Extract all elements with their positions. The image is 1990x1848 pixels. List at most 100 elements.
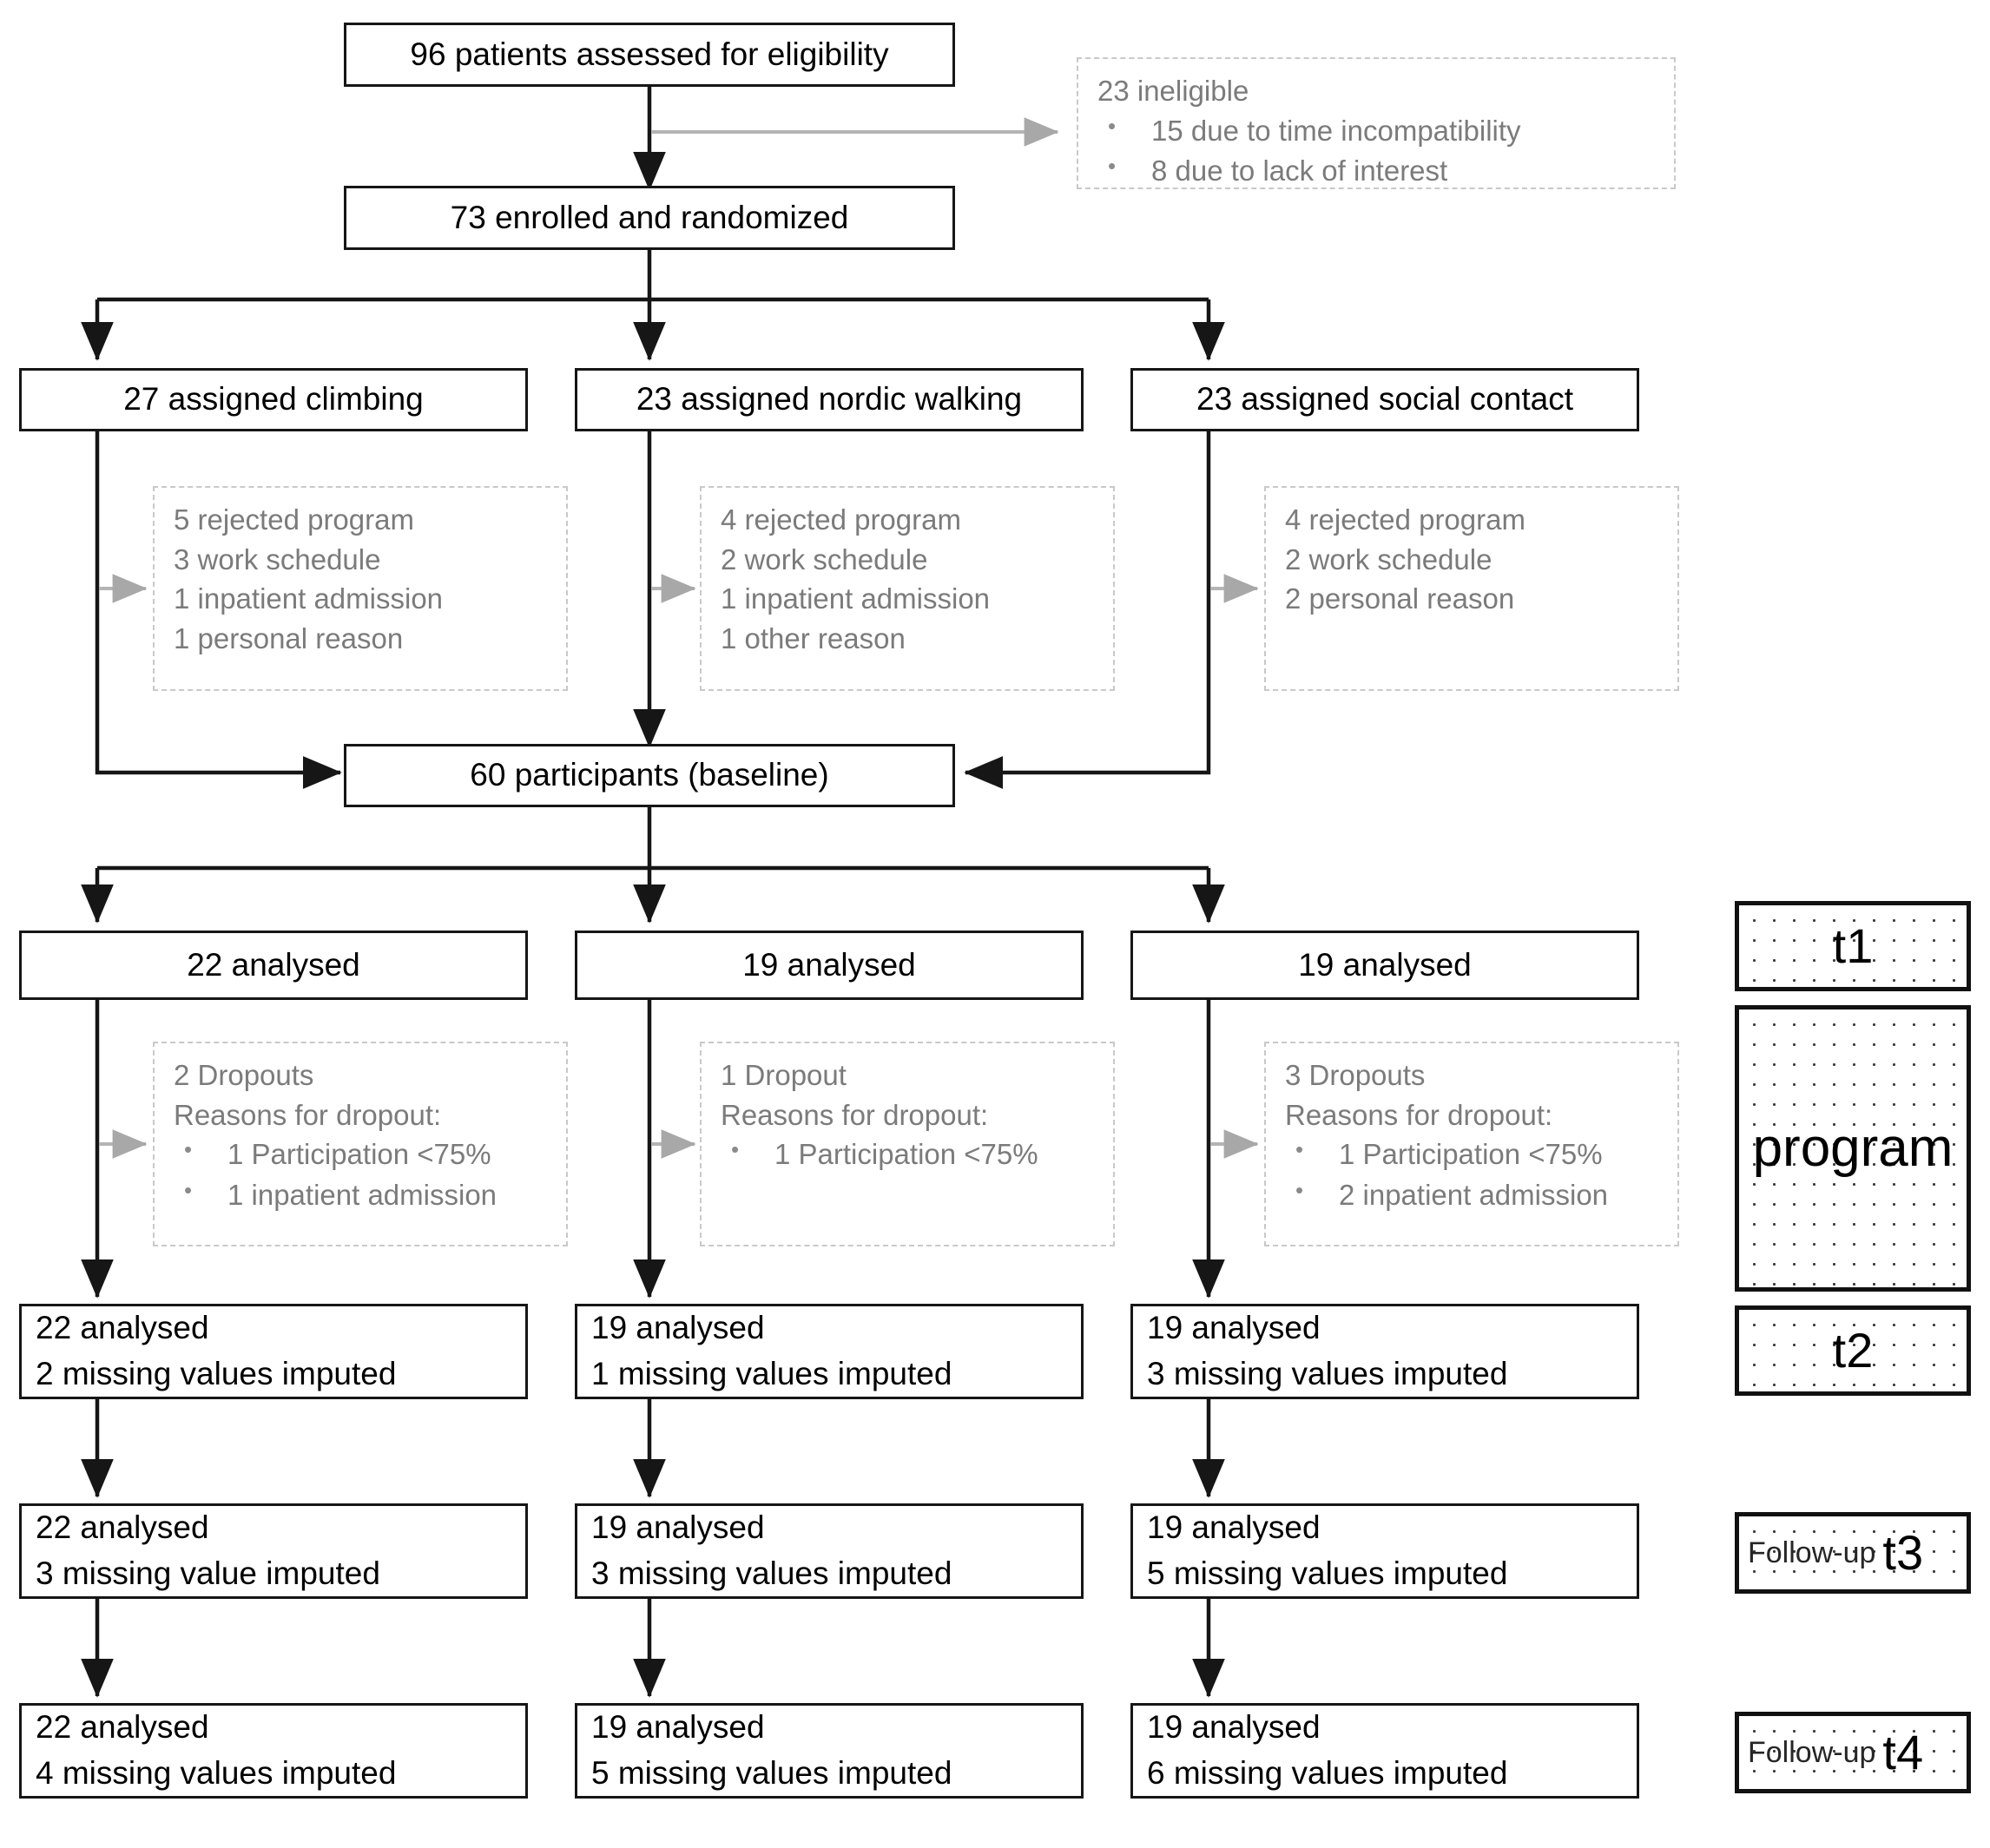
- list-item: 1 Participation <75%: [174, 1134, 550, 1175]
- analysed-t2-stack: 19 analysed 3 missing values imputed: [1147, 1305, 1507, 1397]
- legend-marker-t3: Follow-up t3: [1735, 1512, 1971, 1594]
- rejection-line: 1 inpatient admission: [721, 582, 991, 615]
- legend-label-t3: t3: [1882, 1525, 1924, 1580]
- imputed-count: 6 missing values imputed: [1147, 1755, 1508, 1791]
- imputed-count: 1 missing values imputed: [591, 1356, 952, 1391]
- imputed-count: 3 missing value imputed: [36, 1555, 380, 1591]
- rejection-line: 2 personal reason: [1285, 582, 1515, 615]
- list-item: 15 due to time incompatibility: [1097, 110, 1658, 152]
- analysed-t2-box-climbing: 22 analysed 2 missing values imputed: [19, 1304, 528, 1399]
- rejection-line: 4 rejected program: [721, 503, 961, 536]
- imputed-count: 4 missing values imputed: [36, 1755, 397, 1791]
- analysed-t4-stack: 19 analysed 5 missing values imputed: [591, 1705, 952, 1796]
- analysed-t4-stack: 22 analysed 4 missing values imputed: [36, 1705, 396, 1796]
- analysed-count: 22 analysed: [36, 1310, 209, 1346]
- analysed-t3-stack: 19 analysed 3 missing values imputed: [591, 1505, 952, 1596]
- rejection-line: 5 rejected program: [174, 503, 414, 536]
- dropout-reason-list: 1 Participation <75% 2 inpatient admissi…: [1285, 1134, 1662, 1216]
- imputed-count: 2 missing values imputed: [36, 1356, 397, 1391]
- imputed-count: 5 missing values imputed: [1147, 1555, 1508, 1591]
- node-assessed-label: 96 patients assessed for eligibility: [410, 36, 889, 72]
- rejection-line: 2 work schedule: [721, 543, 928, 575]
- analysed-t1-label: 19 analysed: [1298, 946, 1472, 983]
- analysed-t4-box-social-contact: 19 analysed 6 missing values imputed: [1130, 1703, 1639, 1799]
- analysed-count: 19 analysed: [1147, 1709, 1321, 1746]
- dropout-reasons-label: Reasons for dropout:: [1285, 1098, 1553, 1131]
- analysed-t1-box-nordic-walking: 19 analysed: [575, 931, 1084, 1000]
- imputed-count: 3 missing values imputed: [591, 1555, 952, 1591]
- analysed-t1-box-climbing: 22 analysed: [19, 931, 528, 1000]
- arm-label-climbing: 27 assigned climbing: [123, 381, 424, 418]
- legend-label-t4: t4: [1882, 1725, 1924, 1779]
- dropout-count: 3 Dropouts: [1285, 1059, 1426, 1091]
- analysed-count: 19 analysed: [591, 1709, 765, 1746]
- list-item: 1 Participation <75%: [1285, 1134, 1662, 1175]
- list-item: 1 inpatient admission: [174, 1174, 550, 1216]
- legend-label-t1: t1: [1832, 918, 1874, 973]
- legend-marker-t1: t1: [1735, 901, 1971, 991]
- list-item: 1 Participation <75%: [721, 1134, 1097, 1175]
- rejection-line: 1 other reason: [721, 621, 906, 654]
- node-enrolled-label: 73 enrolled and randomized: [450, 199, 849, 235]
- analysed-t2-box-social-contact: 19 analysed 3 missing values imputed: [1130, 1304, 1639, 1399]
- rejection-box-nordic-walking: 4 rejected program 2 work schedule 1 inp…: [700, 486, 1115, 691]
- arm-box-nordic-walking: 23 assigned nordic walking: [575, 368, 1084, 431]
- analysed-t1-label: 19 analysed: [742, 946, 916, 983]
- ineligible-heading: 23 ineligible: [1097, 75, 1249, 107]
- dropout-box-nordic-walking: 1 Dropout Reasons for dropout: 1 Partici…: [700, 1042, 1115, 1246]
- node-assessed-for-eligibility: 96 patients assessed for eligibility: [344, 23, 955, 87]
- legend-prefix-t4: Follow-up: [1748, 1736, 1876, 1769]
- analysed-t2-stack: 22 analysed 2 missing values imputed: [36, 1305, 396, 1397]
- analysed-count: 22 analysed: [36, 1509, 209, 1546]
- dropout-reasons-label: Reasons for dropout:: [174, 1098, 442, 1131]
- rejection-line: 2 work schedule: [1285, 543, 1492, 575]
- legend-marker-t4: Follow-up t4: [1735, 1712, 1971, 1793]
- analysed-count: 19 analysed: [591, 1310, 765, 1346]
- imputed-count: 3 missing values imputed: [1147, 1356, 1508, 1391]
- rejection-line: 4 rejected program: [1285, 503, 1525, 536]
- analysed-count: 22 analysed: [36, 1709, 209, 1746]
- analysed-t4-box-climbing: 22 analysed 4 missing values imputed: [19, 1703, 528, 1799]
- arm-label-social-contact: 23 assigned social contact: [1196, 381, 1573, 418]
- analysed-t2-stack: 19 analysed 1 missing values imputed: [591, 1305, 952, 1397]
- legend-label-t2: t2: [1832, 1323, 1874, 1378]
- rejection-box-social-contact: 4 rejected program 2 work schedule 2 per…: [1264, 486, 1679, 691]
- dropout-reason-list: 1 Participation <75%: [721, 1134, 1097, 1175]
- rejection-line: 3 work schedule: [174, 543, 381, 575]
- legend-prefix-t3: Follow-up: [1748, 1536, 1876, 1569]
- list-item: 2 inpatient admission: [1285, 1174, 1662, 1216]
- analysed-t2-box-nordic-walking: 19 analysed 1 missing values imputed: [575, 1304, 1084, 1399]
- analysed-t3-box-social-contact: 19 analysed 5 missing values imputed: [1130, 1503, 1639, 1599]
- rejection-box-climbing: 5 rejected program 3 work schedule 1 inp…: [153, 486, 568, 691]
- analysed-count: 19 analysed: [591, 1509, 765, 1546]
- dropout-count: 2 Dropouts: [174, 1059, 314, 1091]
- dropout-box-social-contact: 3 Dropouts Reasons for dropout: 1 Partic…: [1264, 1042, 1679, 1246]
- analysed-t1-label: 22 analysed: [187, 946, 360, 983]
- analysed-t3-stack: 22 analysed 3 missing value imputed: [36, 1505, 380, 1596]
- legend-marker-program: program: [1735, 1005, 1971, 1292]
- arm-box-social-contact: 23 assigned social contact: [1130, 368, 1639, 431]
- list-item: 8 due to lack of interest: [1097, 150, 1658, 192]
- ineligible-box: 23 ineligible 15 due to time incompatibi…: [1077, 57, 1676, 189]
- arm-label-nordic-walking: 23 assigned nordic walking: [636, 381, 1023, 418]
- node-baseline-participants: 60 participants (baseline): [344, 744, 955, 807]
- analysed-t1-box-social-contact: 19 analysed: [1130, 931, 1639, 1000]
- imputed-count: 5 missing values imputed: [591, 1755, 952, 1791]
- dropout-box-climbing: 2 Dropouts Reasons for dropout: 1 Partic…: [153, 1042, 568, 1246]
- node-baseline-label: 60 participants (baseline): [470, 757, 829, 793]
- dropout-reasons-label: Reasons for dropout:: [721, 1098, 989, 1131]
- ineligible-list: 15 due to time incompatibility 8 due to …: [1097, 110, 1658, 193]
- arm-box-climbing: 27 assigned climbing: [19, 368, 528, 431]
- dropout-count: 1 Dropout: [721, 1059, 847, 1091]
- analysed-count: 19 analysed: [1147, 1310, 1321, 1346]
- rejection-line: 1 personal reason: [174, 621, 404, 654]
- analysed-t3-box-climbing: 22 analysed 3 missing value imputed: [19, 1503, 528, 1599]
- analysed-t4-stack: 19 analysed 6 missing values imputed: [1147, 1705, 1507, 1796]
- legend-marker-t2: t2: [1735, 1305, 1971, 1396]
- node-enrolled-randomized: 73 enrolled and randomized: [344, 186, 955, 250]
- analysed-t4-box-nordic-walking: 19 analysed 5 missing values imputed: [575, 1703, 1084, 1799]
- dropout-reason-list: 1 Participation <75% 1 inpatient admissi…: [174, 1134, 550, 1216]
- legend-label-program: program: [1752, 1118, 1954, 1178]
- analysed-count: 19 analysed: [1147, 1509, 1321, 1546]
